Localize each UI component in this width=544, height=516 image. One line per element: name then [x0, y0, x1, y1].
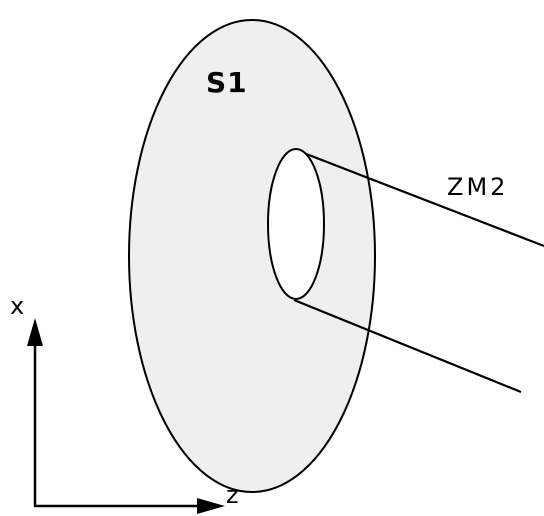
z-axis-label: z [226, 481, 239, 509]
label-zm2: ZM2 [447, 173, 508, 201]
z-axis-arrowhead [197, 498, 225, 514]
label-s1: S1 [206, 66, 248, 99]
disk-hole [267, 148, 325, 300]
x-axis-arrowhead [27, 318, 43, 346]
axes: x z [10, 292, 239, 514]
disk-s1 [128, 19, 376, 493]
beam-lower-edge [293, 298, 522, 394]
beam-upper-edge [295, 148, 544, 248]
x-axis-label: x [10, 292, 24, 320]
